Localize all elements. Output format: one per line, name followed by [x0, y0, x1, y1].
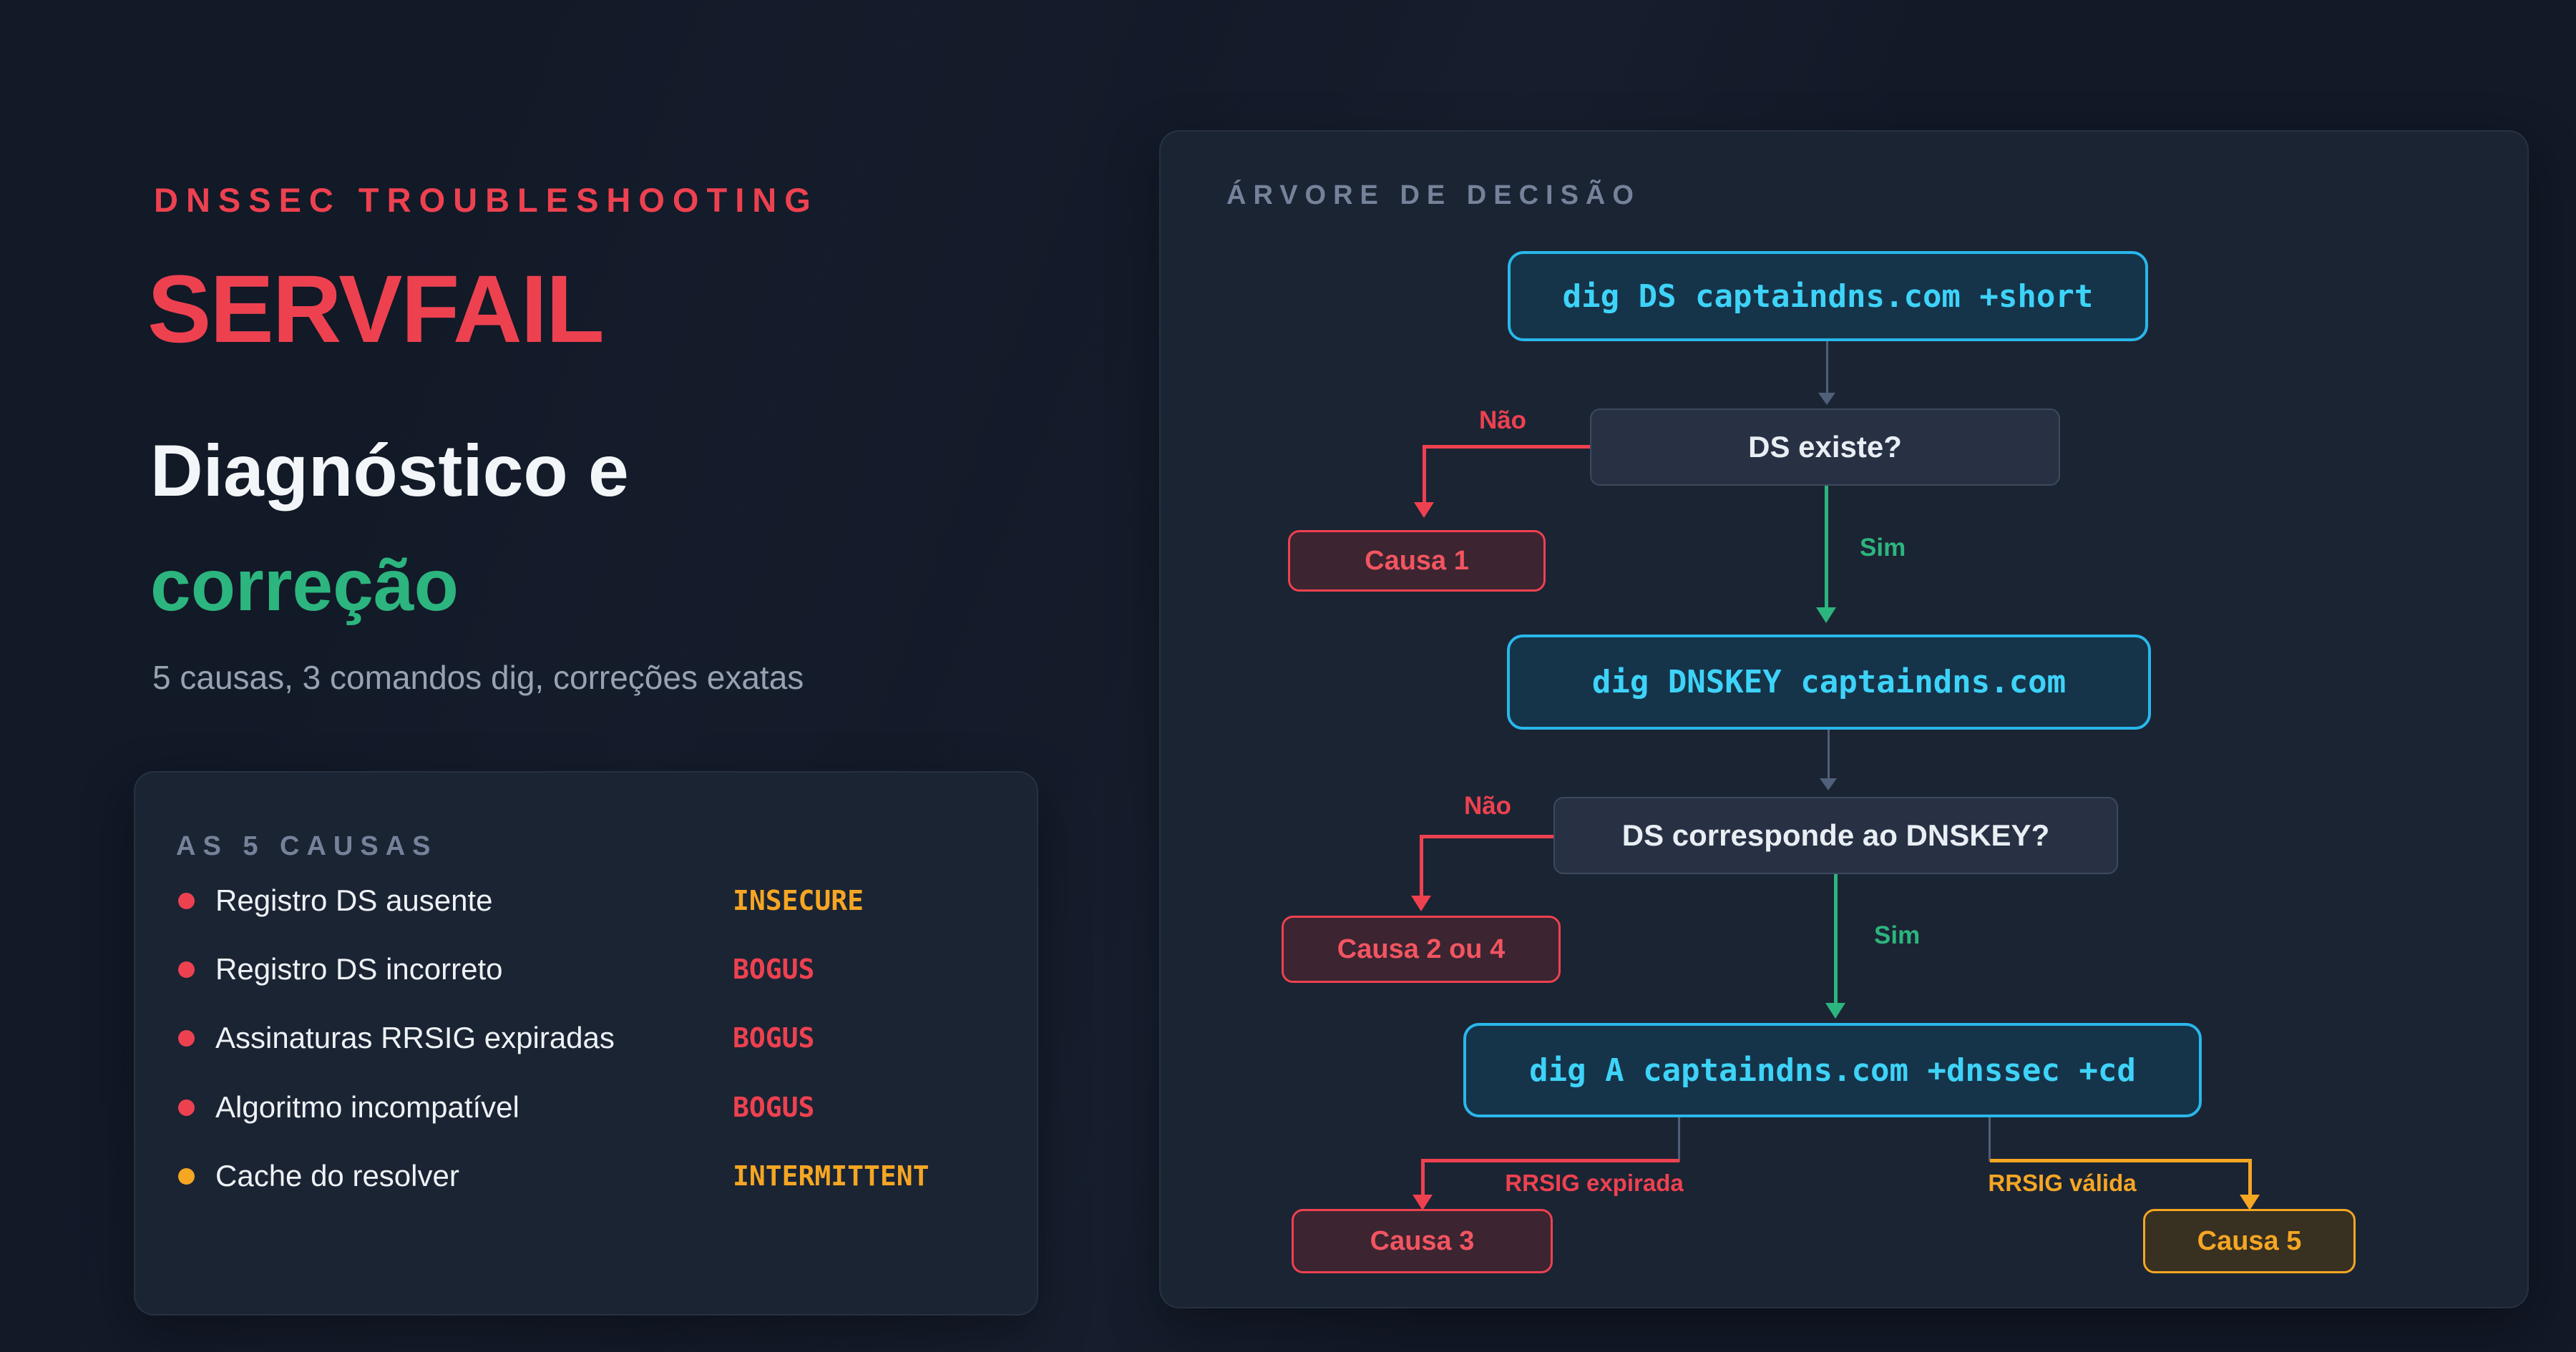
cause-label: Registro DS incorreto [215, 952, 503, 986]
branch-label-rrsig-valid: RRSIG válida [1988, 1170, 2137, 1196]
connector-line-no-1 [1424, 445, 1590, 449]
arrow-down-icon [1414, 502, 1434, 518]
cause-row-3: Assinaturas RRSIG expiradas BOGUS [135, 1021, 1037, 1055]
page-subtitle: Diagnóstico e correção [150, 413, 629, 642]
subtitle-line-1: Diagnóstico e [150, 430, 629, 511]
arrow-down-icon [1816, 607, 1836, 623]
connector-line [1678, 1117, 1680, 1162]
bullet-dot-icon [178, 1099, 195, 1116]
connector-line-yes-2 [1834, 874, 1838, 1004]
page-title: SERVFAIL [147, 256, 605, 363]
command-node-dig-a: dig A captaindns.com +dnssec +cd [1463, 1023, 2202, 1117]
cause-row-1: Registro DS ausente INSECURE [135, 883, 1037, 918]
arrow-down-icon [2240, 1195, 2260, 1210]
cause-node-2-or-4: Causa 2 ou 4 [1282, 916, 1561, 983]
bullet-dot-icon [178, 961, 195, 978]
connector-line-no-1 [1423, 445, 1426, 504]
cause-node-1: Causa 1 [1288, 530, 1546, 592]
bullet-dot-icon [178, 1168, 195, 1185]
branch-label-no-1: Não [1478, 406, 1527, 434]
cause-node-3: Causa 3 [1292, 1209, 1553, 1273]
question-node-ds-exists: DS existe? [1590, 408, 2060, 486]
connector-line-no-2 [1421, 835, 1553, 838]
cause-status-badge: BOGUS [733, 1022, 815, 1054]
cause-label: Algoritmo incompatível [215, 1090, 519, 1124]
cause-status-badge: INTERMITTENT [733, 1160, 930, 1192]
bullet-dot-icon [178, 893, 195, 909]
branch-label-no-2: Não [1463, 792, 1512, 820]
connector-line-yes-1 [1825, 486, 1828, 609]
causes-card-header: AS 5 CAUSAS [176, 831, 438, 861]
connector-line [1826, 341, 1828, 394]
arrow-down-icon [1825, 1003, 1845, 1019]
arrow-down-icon [1411, 896, 1431, 911]
branch-label-rrsig-expired: RRSIG expirada [1505, 1170, 1684, 1196]
cause-status-badge: INSECURE [733, 885, 864, 916]
cause-label: Assinaturas RRSIG expiradas [215, 1021, 615, 1054]
tagline: 5 causas, 3 comandos dig, correções exat… [152, 659, 804, 696]
causes-card: AS 5 CAUSAS Registro DS ausente INSECURE… [134, 771, 1038, 1316]
connector-line [1828, 730, 1830, 780]
bullet-dot-icon [178, 1030, 195, 1047]
branch-label-yes-2: Sim [1874, 921, 1921, 949]
connector-line-expired [1423, 1159, 1679, 1162]
cause-row-4: Algoritmo incompatível BOGUS [135, 1090, 1037, 1125]
cause-status-badge: BOGUS [733, 954, 815, 985]
tree-card-header: ÁRVORE DE DECISÃO [1226, 180, 1641, 210]
cause-row-2: Registro DS incorreto BOGUS [135, 952, 1037, 986]
cause-status-badge: BOGUS [733, 1092, 815, 1123]
question-node-ds-matches: DS corresponde ao DNSKEY? [1553, 797, 2118, 874]
eyebrow-label: DNSSEC TROUBLESHOOTING [154, 181, 819, 219]
command-node-dig-ds: dig DS captaindns.com +short [1508, 251, 2148, 341]
connector-line-no-2 [1420, 835, 1423, 897]
cause-row-5: Cache do resolver INTERMITTENT [135, 1159, 1037, 1193]
decision-tree-card: ÁRVORE DE DECISÃO dig DS captaindns.com … [1159, 130, 2529, 1308]
cause-node-5: Causa 5 [2143, 1209, 2356, 1273]
cause-label: Cache do resolver [215, 1159, 459, 1192]
command-node-dig-dnskey: dig DNSKEY captaindns.com [1507, 635, 2151, 730]
cause-label: Registro DS ausente [215, 883, 493, 917]
connector-line-valid [2248, 1159, 2252, 1196]
connector-line [1989, 1117, 1991, 1162]
arrow-down-icon [1820, 778, 1837, 790]
connector-line-expired [1421, 1159, 1425, 1196]
arrow-down-icon [1413, 1195, 1433, 1210]
connector-line-valid [1990, 1159, 2251, 1162]
subtitle-line-2: correção [150, 544, 459, 626]
branch-label-yes-1: Sim [1860, 534, 1906, 562]
arrow-down-icon [1818, 393, 1835, 405]
